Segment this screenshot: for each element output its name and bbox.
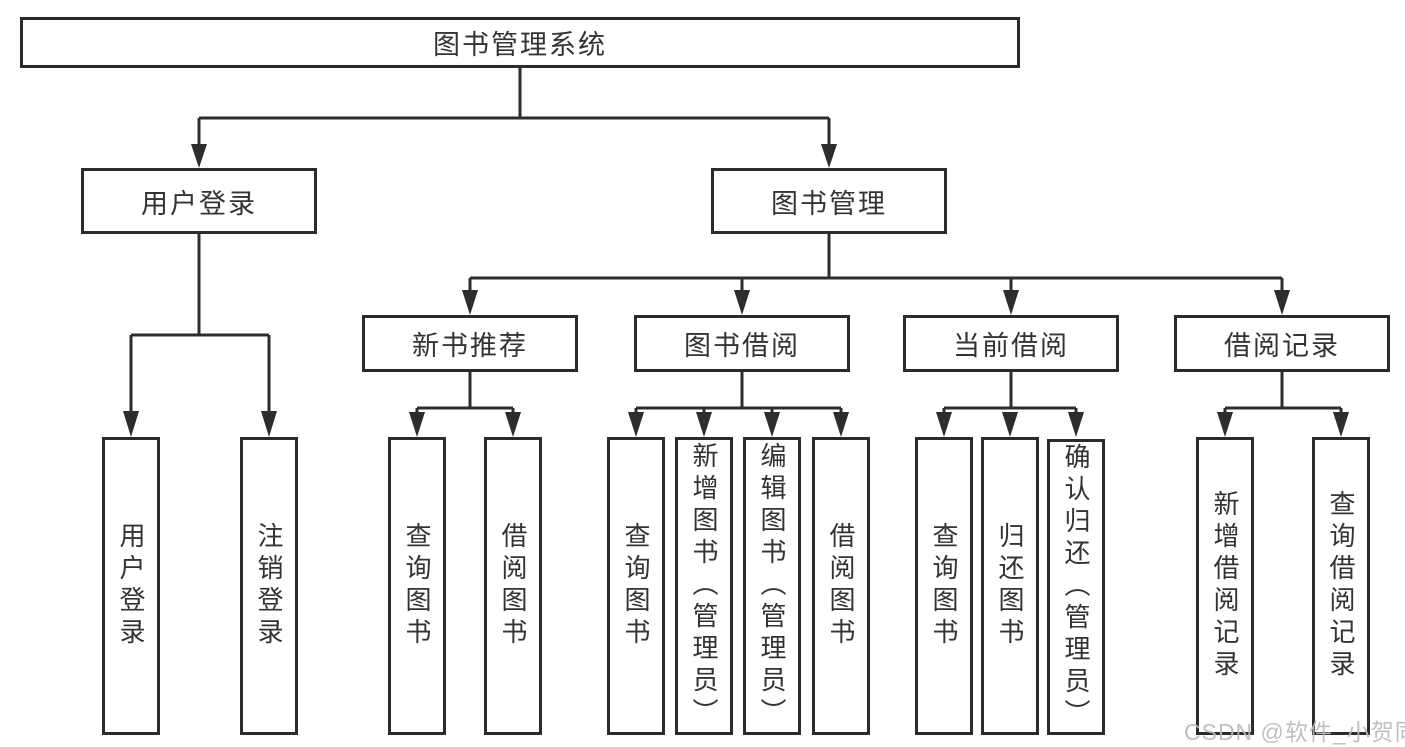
node-label: 查询图书 <box>402 522 432 650</box>
node-user-login-group: 用户登录 <box>81 168 317 234</box>
leaf-recommend-borrow-books: 借阅图书 <box>484 437 542 735</box>
node-label: 当前借阅 <box>953 331 1069 361</box>
leaf-return-books: 归还图书 <box>981 437 1039 735</box>
node-label: 查询借阅记录 <box>1326 490 1356 682</box>
leaf-borrow-query-books: 查询图书 <box>607 437 665 735</box>
leaf-add-books-admin: 新增图书（管理员） <box>675 437 733 735</box>
connector-book-borrow-children <box>628 372 849 437</box>
node-label: 新增借阅记录 <box>1210 490 1240 682</box>
node-library-management-system: 图书管理系统 <box>20 17 1020 68</box>
node-label: 查询图书 <box>621 522 651 650</box>
node-label: 借阅图书 <box>498 522 528 650</box>
connector-user-login-children <box>123 233 277 437</box>
connector-root-to-level2 <box>191 68 837 168</box>
node-label: 查询图书 <box>929 522 959 650</box>
leaf-edit-books-admin: 编辑图书（管理员） <box>743 437 801 735</box>
leaf-recommend-query-books: 查询图书 <box>388 437 446 735</box>
connector-current-borrow-children <box>936 372 1084 437</box>
node-label: 确认归还（管理员） <box>1061 443 1091 731</box>
leaf-add-borrow-record: 新增借阅记录 <box>1196 437 1254 735</box>
connector-book-management-children <box>462 233 1290 315</box>
csdn-watermark: CSDN @软件_小贺同学 <box>1184 719 1405 745</box>
leaf-user-login: 用户登录 <box>102 437 160 735</box>
node-current-borrow: 当前借阅 <box>903 315 1119 372</box>
leaf-borrow-books: 借阅图书 <box>812 437 870 735</box>
node-label: 新书推荐 <box>412 331 528 361</box>
leaf-query-borrow-record: 查询借阅记录 <box>1312 437 1370 735</box>
node-book-borrow: 图书借阅 <box>634 315 850 372</box>
leaf-current-query-books: 查询图书 <box>915 437 973 735</box>
node-label: 注销登录 <box>254 522 284 650</box>
node-label: 图书管理系统 <box>433 30 607 60</box>
connector-borrow-records-children <box>1217 372 1349 437</box>
node-label: 新增图书（管理员） <box>689 442 719 730</box>
node-borrow-records: 借阅记录 <box>1174 315 1390 372</box>
node-label: 用户登录 <box>141 188 257 219</box>
node-label: 编辑图书（管理员） <box>757 442 787 730</box>
node-book-management-group: 图书管理 <box>711 168 947 234</box>
node-label: 归还图书 <box>995 522 1025 650</box>
leaf-logout: 注销登录 <box>240 437 298 735</box>
node-label: 借阅记录 <box>1224 331 1340 361</box>
node-label: 用户登录 <box>116 522 146 650</box>
node-label: 图书管理 <box>771 188 887 219</box>
node-new-book-recommend: 新书推荐 <box>362 315 578 372</box>
node-label: 图书借阅 <box>684 331 800 361</box>
connector-new-book-recommend-children <box>409 372 521 437</box>
node-label: 借阅图书 <box>826 522 856 650</box>
leaf-confirm-return-admin: 确认归还（管理员） <box>1047 439 1105 735</box>
